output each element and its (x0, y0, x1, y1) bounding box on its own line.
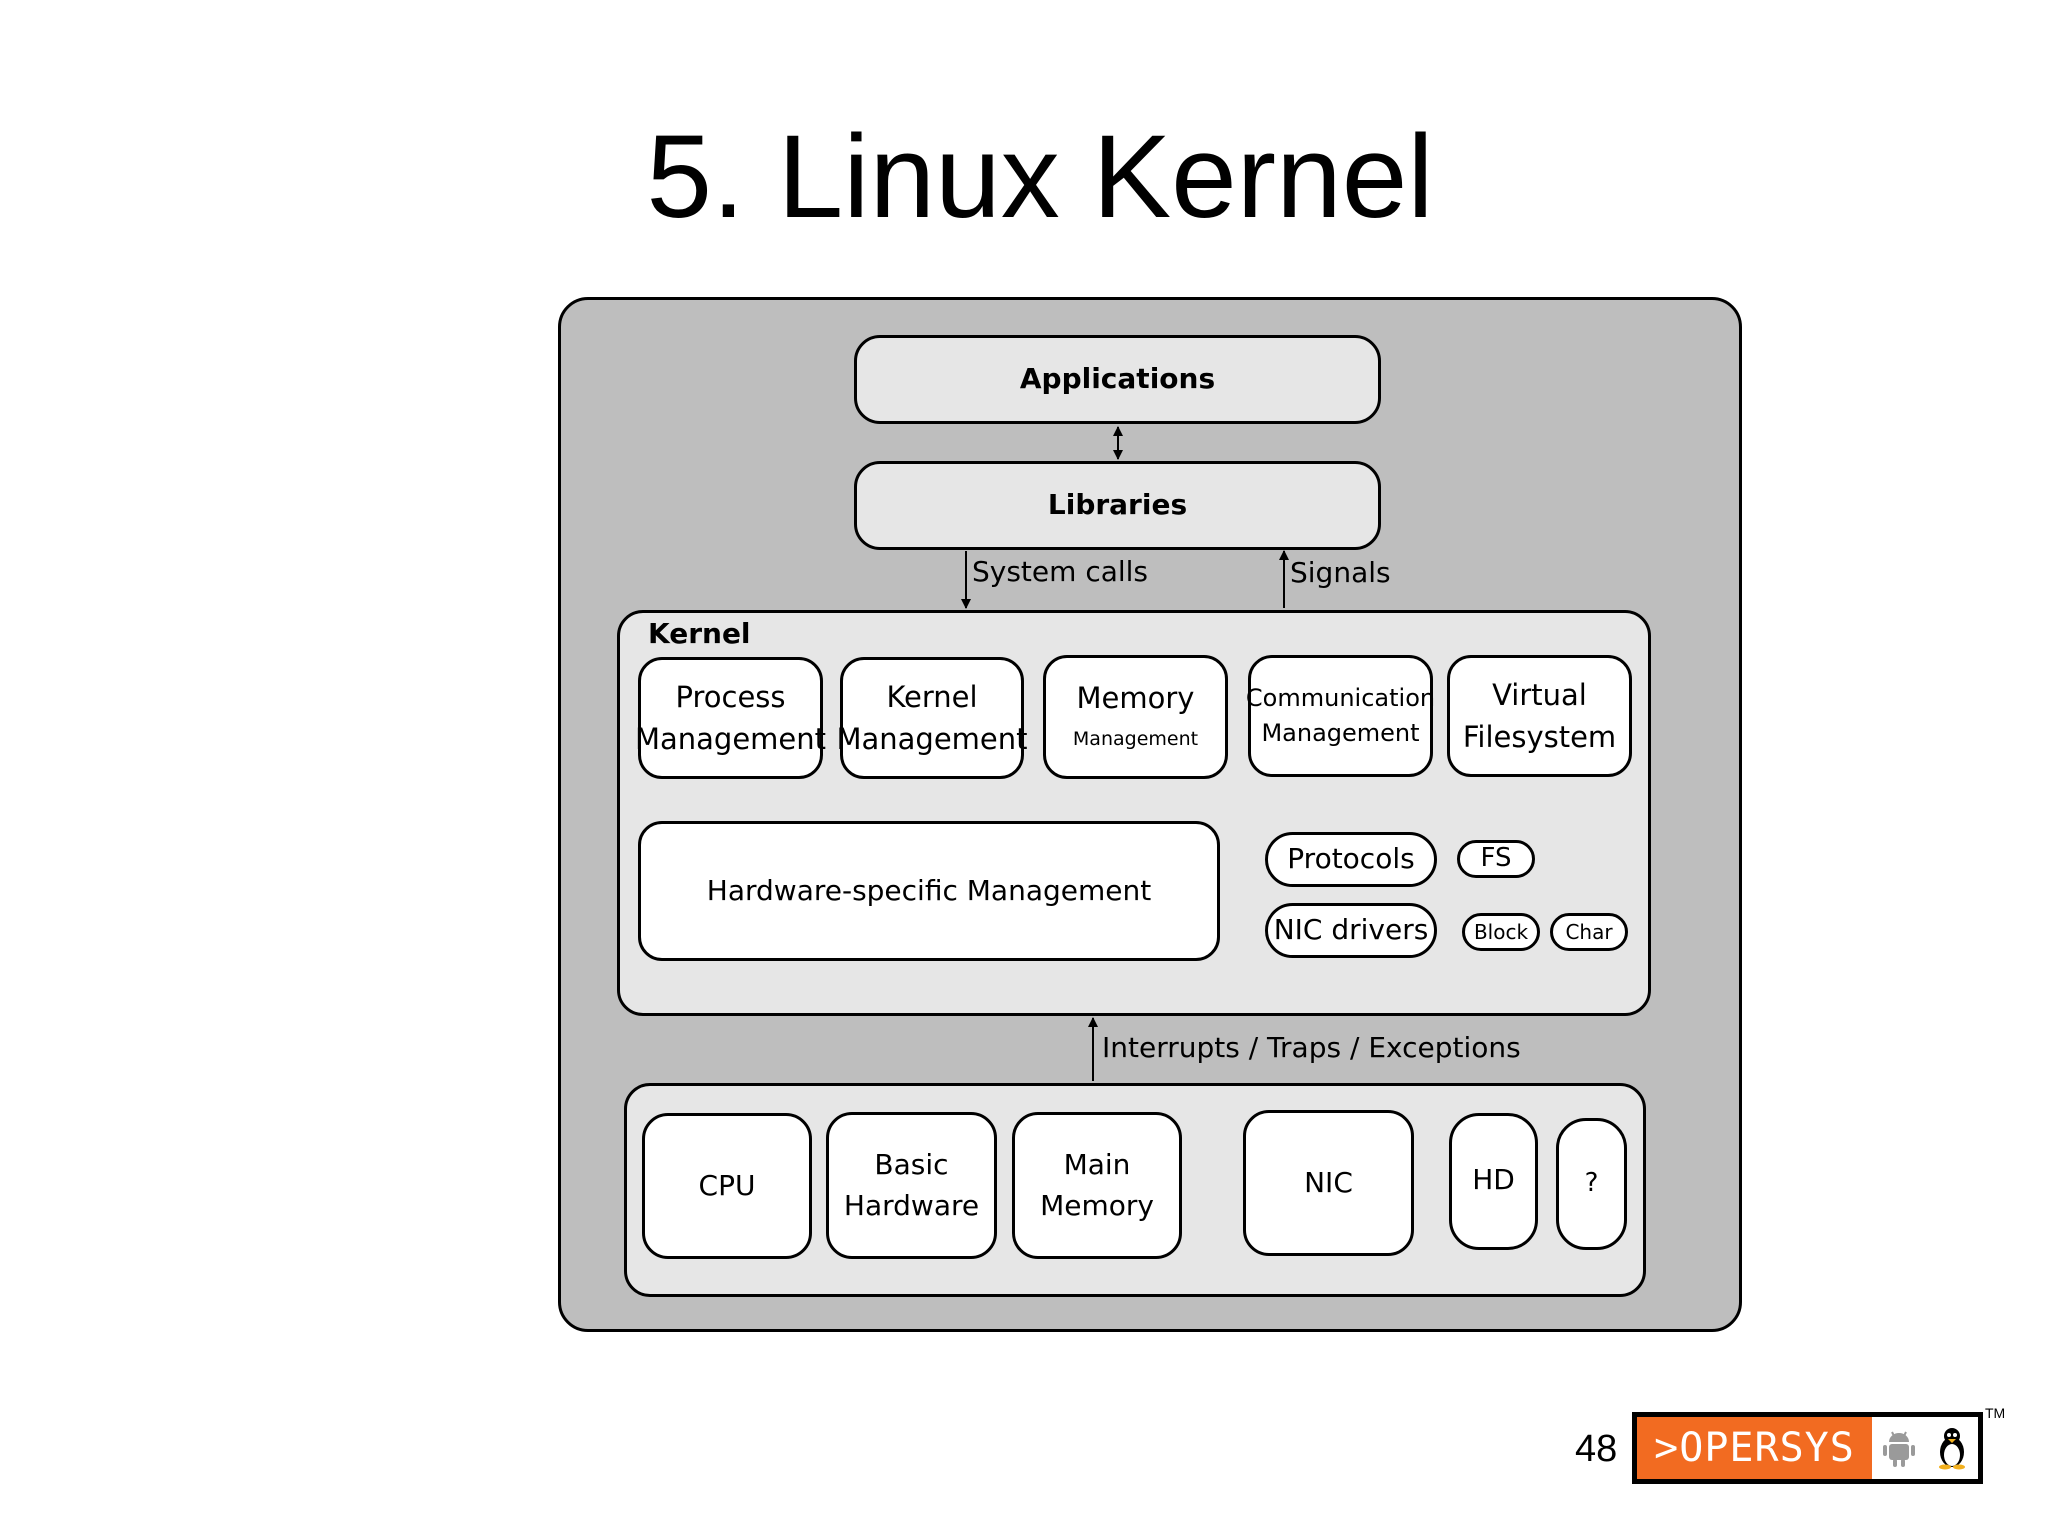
android-icon (1882, 1431, 1915, 1467)
main-memory-box: Main Memory (1012, 1112, 1182, 1259)
char-label: Char (1565, 919, 1613, 944)
trademark-mark: TM (1985, 1405, 2006, 1421)
process-management-box: Process Management (634, 657, 827, 779)
system-calls-label: System calls (972, 555, 1149, 588)
libraries-box: Libraries (854, 461, 1381, 550)
char-box: Char (1550, 913, 1628, 951)
basic-hardware-label: Basic Hardware (843, 1147, 980, 1222)
applications-box: Applications (854, 335, 1381, 424)
hardware-specific-management-label: Hardware-specific Management (706, 873, 1152, 907)
virtual-filesystem-label: Virtual Filesystem (1462, 677, 1617, 754)
signals-label: Signals (1290, 556, 1391, 589)
kernel-label: Kernel (648, 617, 751, 650)
opersys-logo: >OPERSYS (1632, 1412, 1983, 1484)
cpu-label: CPU (698, 1168, 756, 1202)
unknown-device-box: ? (1556, 1118, 1627, 1250)
nic-label: NIC (1304, 1165, 1353, 1199)
fs-label: FS (1480, 843, 1512, 874)
logo-icons (1872, 1417, 1978, 1479)
basic-hardware-box: Basic Hardware (826, 1112, 997, 1259)
cpu-box: CPU (642, 1113, 812, 1259)
hd-label: HD (1472, 1163, 1515, 1196)
nic-drivers-box: NIC drivers (1265, 903, 1437, 958)
nic-drivers-label: NIC drivers (1273, 913, 1429, 947)
process-management-label: Process Management (634, 679, 827, 756)
kernel-management-label: Kernel Management (836, 679, 1028, 756)
libraries-label: Libraries (1047, 488, 1188, 522)
kernel-management-box: Kernel Management (836, 657, 1028, 779)
memory-management-title: Memory (1076, 681, 1195, 716)
communication-management-label: Communication Management (1245, 684, 1436, 747)
unknown-device-label: ? (1584, 1168, 1599, 1199)
hd-box: HD (1449, 1113, 1538, 1250)
slide-title: 5. Linux Kernel (646, 111, 1434, 243)
fs-box: FS (1457, 840, 1535, 878)
main-memory-label: Main Memory (1040, 1147, 1154, 1222)
applications-label: Applications (1019, 362, 1216, 396)
memory-management-box: Memory Management (1043, 655, 1228, 779)
virtual-filesystem-box: Virtual Filesystem (1447, 655, 1632, 777)
nic-box: NIC (1243, 1110, 1414, 1256)
hardware-specific-management-box: Hardware-specific Management (638, 821, 1220, 961)
block-box: Block (1462, 913, 1540, 951)
protocols-label: Protocols (1287, 842, 1415, 876)
interrupts-label: Interrupts / Traps / Exceptions (1102, 1031, 1521, 1064)
page-number: 48 (1575, 1428, 1618, 1470)
communication-management-box: Communication Management (1245, 655, 1436, 777)
logo-text: >OPERSYS (1637, 1417, 1872, 1479)
memory-management-sub: Management (1072, 728, 1199, 751)
block-label: Block (1473, 919, 1529, 944)
tux-penguin-icon (1938, 1428, 1965, 1470)
protocols-box: Protocols (1265, 832, 1437, 887)
